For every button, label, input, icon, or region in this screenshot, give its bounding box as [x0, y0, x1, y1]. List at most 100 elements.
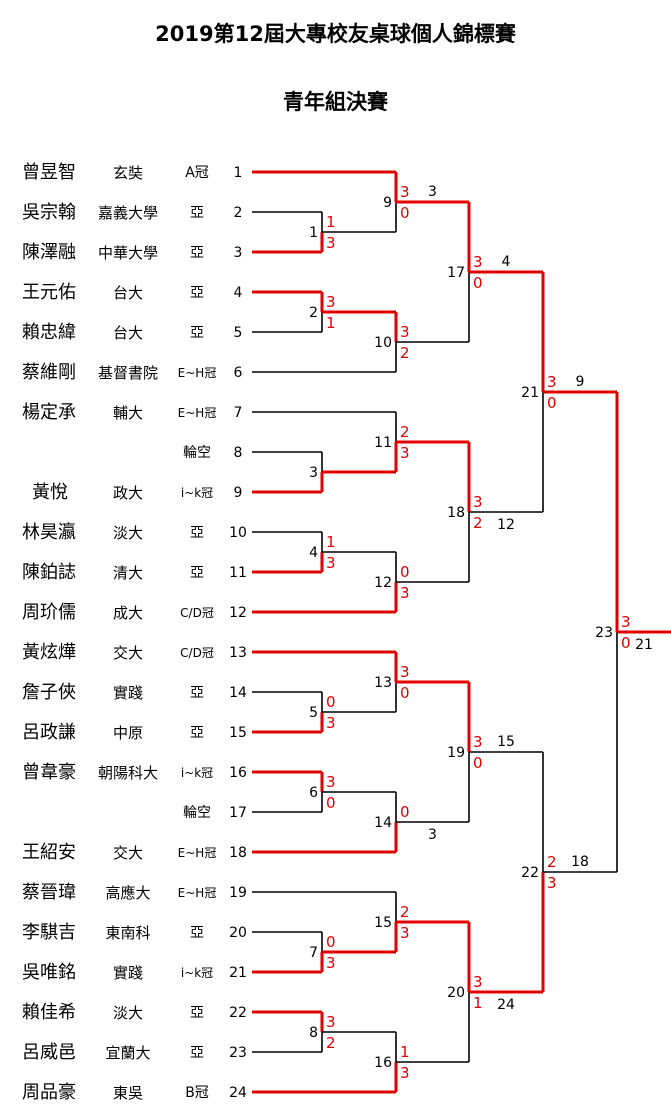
player-name: 黃炫燁 — [22, 642, 76, 663]
match-number: 11 — [374, 435, 392, 451]
result-label: 12 — [497, 517, 515, 533]
match-score: 3 — [326, 554, 336, 572]
player-name: 呂政謙 — [22, 722, 76, 743]
match-score: 3 — [400, 663, 410, 681]
match-number: 9 — [383, 195, 392, 211]
player-seed: 4 — [234, 285, 243, 301]
player-qualifier: 亞 — [190, 325, 204, 341]
player-seed: 7 — [234, 405, 243, 421]
match-score: 0 — [400, 563, 410, 581]
result-label: 18 — [571, 854, 589, 870]
player-qualifier: E~H冠 — [178, 406, 217, 420]
player-qualifier: B冠 — [185, 1085, 209, 1101]
player-school: 玄奘 — [113, 164, 143, 182]
player-school: 中華大學 — [98, 244, 158, 262]
player-name: 賴佳希 — [22, 1002, 76, 1023]
player-school: 高應大 — [105, 884, 150, 902]
match-number: 18 — [447, 505, 465, 521]
match-number: 5 — [309, 705, 318, 721]
player-seed: 1 — [234, 165, 243, 181]
player-qualifier: A冠 — [185, 165, 209, 181]
player-seed: 16 — [229, 765, 247, 781]
match-score: 3 — [326, 293, 336, 311]
match-number: 20 — [447, 985, 465, 1001]
player-qualifier: 亞 — [190, 685, 204, 701]
player-qualifier: i~k冠 — [181, 966, 213, 980]
match-score: 3 — [400, 323, 410, 341]
match-score: 0 — [326, 933, 336, 951]
match-score: 0 — [621, 634, 631, 652]
match-score: 0 — [400, 803, 410, 821]
match-score: 3 — [326, 773, 336, 791]
player-qualifier: 輪空 — [183, 444, 211, 461]
player-school: 台大 — [113, 284, 143, 302]
match-number: 13 — [374, 675, 392, 691]
player-seed: 11 — [229, 565, 247, 581]
match-number: 14 — [374, 815, 392, 831]
match-score: 2 — [400, 423, 410, 441]
player-name: 蔡維剛 — [22, 362, 76, 383]
player-school: 實踐 — [113, 684, 143, 702]
player-name: 詹子俠 — [22, 682, 76, 703]
match-score: 0 — [400, 684, 410, 702]
match-score: 2 — [547, 853, 557, 871]
player-school: 淡大 — [113, 1004, 143, 1022]
match-number: 1 — [309, 225, 318, 241]
match-score: 3 — [326, 234, 336, 252]
player-qualifier: 亞 — [190, 925, 204, 941]
player-name: 呂威邑 — [22, 1042, 76, 1063]
result-label: 24 — [497, 997, 515, 1013]
match-score: 3 — [621, 613, 631, 631]
player-seed: 18 — [229, 845, 247, 861]
match-number: 23 — [595, 625, 613, 641]
player-school: 清大 — [113, 564, 143, 582]
match-score: 3 — [473, 973, 483, 991]
player-name: 王紹安 — [22, 842, 76, 863]
player-seed: 21 — [229, 965, 247, 981]
match-score: 1 — [326, 314, 336, 332]
player-name: 吳宗翰 — [22, 202, 76, 223]
player-name: 周玠儒 — [22, 602, 76, 623]
player-seed: 20 — [229, 925, 247, 941]
match-number: 4 — [309, 545, 318, 561]
player-qualifier: 亞 — [190, 285, 204, 301]
match-number: 12 — [374, 575, 392, 591]
match-score: 3 — [400, 924, 410, 942]
player-qualifier: i~k冠 — [181, 486, 213, 500]
player-school: 台大 — [113, 324, 143, 342]
player-name: 陳澤融 — [22, 242, 76, 263]
match-score: 1 — [326, 533, 336, 551]
match-number: 22 — [521, 865, 539, 881]
player-school: 東南科 — [105, 924, 150, 942]
match-score: 2 — [400, 903, 410, 921]
player-seed: 3 — [234, 245, 243, 261]
player-name: 曾昱智 — [22, 162, 76, 183]
match-score: 3 — [400, 444, 410, 462]
match-score: 3 — [400, 183, 410, 201]
player-qualifier: 輪空 — [183, 804, 211, 821]
player-school: 輔大 — [113, 404, 143, 422]
player-school: 朝陽科大 — [98, 764, 158, 782]
player-seed: 17 — [229, 805, 247, 821]
page-subtitle: 青年組決賽 — [283, 90, 388, 114]
match-number: 8 — [309, 1025, 318, 1041]
result-label: 3 — [428, 827, 437, 843]
player-school: 基督書院 — [98, 364, 158, 382]
match-score: 3 — [547, 874, 557, 892]
match-score: 2 — [400, 344, 410, 362]
player-name: 蔡晉瑋 — [22, 882, 76, 903]
player-qualifier: 亞 — [190, 725, 204, 741]
match-number: 16 — [374, 1055, 392, 1071]
result-label: 3 — [428, 184, 437, 200]
player-name: 周品豪 — [22, 1082, 76, 1103]
match-score: 0 — [326, 693, 336, 711]
player-qualifier: E~H冠 — [178, 886, 217, 900]
player-school: 嘉義大學 — [98, 204, 158, 222]
match-score: 1 — [400, 1043, 410, 1061]
match-score: 3 — [326, 1013, 336, 1031]
player-seed: 19 — [229, 885, 247, 901]
match-number: 21 — [521, 385, 539, 401]
match-score: 3 — [400, 584, 410, 602]
player-name: 林昊瀛 — [22, 521, 76, 543]
match-score: 3 — [473, 733, 483, 751]
